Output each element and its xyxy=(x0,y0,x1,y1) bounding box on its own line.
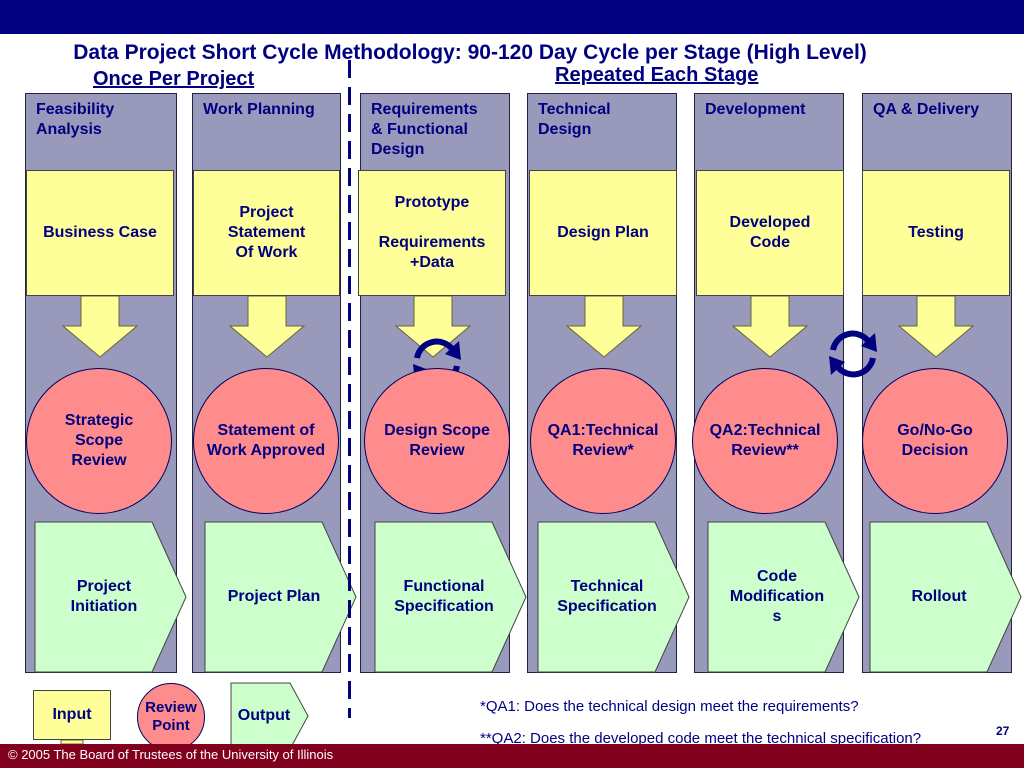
legend-input-arrow-icon xyxy=(60,740,84,744)
subtitle-once-per-project: Once Per Project xyxy=(93,68,255,90)
footnote-qa2: **QA2: Does the developed code meet the … xyxy=(480,730,922,747)
review-point: QA1:Technical Review* xyxy=(530,368,676,514)
input-box: Developed Code xyxy=(696,170,844,296)
copyright-text: © 2005 The Board of Trustees of the Univ… xyxy=(8,747,334,762)
output-label: Technical Specification xyxy=(557,578,657,615)
review-point: QA2:Technical Review** xyxy=(692,368,838,514)
down-arrow-icon xyxy=(62,296,138,358)
stage-name: Development xyxy=(705,101,806,118)
legend-input: Input xyxy=(33,690,111,740)
legend-output-label: Output xyxy=(237,707,291,724)
slide-title: Data Project Short Cycle Methodology: 90… xyxy=(73,41,867,64)
down-arrow-icon xyxy=(732,296,808,358)
input-box: Design Plan xyxy=(529,170,677,296)
output-label: Rollout xyxy=(911,588,967,605)
review-point: Statement of Work Approved xyxy=(193,368,339,514)
cycle-arrows-icon xyxy=(829,330,877,378)
legend-review-point: Review Point xyxy=(137,683,205,751)
review-point: Design Scope Review xyxy=(364,368,510,514)
output-label: Functional Specification xyxy=(394,578,494,615)
review-point: Go/No-Go Decision xyxy=(862,368,1008,514)
footer-bar: © 2005 The Board of Trustees of the Univ… xyxy=(0,744,1024,768)
output-box: Code Modification s xyxy=(707,521,861,673)
output-label: Code Modification s xyxy=(729,568,825,625)
down-arrow-icon xyxy=(229,296,305,358)
output-box: Project Initiation xyxy=(34,521,188,673)
legend-output: Output xyxy=(230,682,310,750)
input-box: Business Case xyxy=(26,170,174,296)
footnote-qa1: *QA1: Does the technical design meet the… xyxy=(480,698,859,715)
output-box: Project Plan xyxy=(204,521,358,673)
page-number: 27 xyxy=(996,724,1010,738)
stage-name: Work Planning xyxy=(203,101,315,118)
review-point: Strategic Scope Review xyxy=(26,368,172,514)
down-arrow-icon xyxy=(898,296,974,358)
input-box: Prototype Requirements +Data xyxy=(358,170,506,296)
output-box: Technical Specification xyxy=(537,521,691,673)
stage-name: Requirements & Functional Design xyxy=(371,101,478,158)
once-vs-repeated-divider xyxy=(348,60,351,718)
input-box: Project Statement Of Work xyxy=(193,170,340,296)
output-box: Functional Specification xyxy=(374,521,528,673)
output-label: Project Initiation xyxy=(70,578,138,615)
top-banner xyxy=(0,0,1024,34)
stage-name: Technical Design xyxy=(538,101,611,138)
down-arrow-icon xyxy=(395,296,471,358)
stage-name: QA & Delivery xyxy=(873,101,980,118)
output-box: Rollout xyxy=(869,521,1023,673)
output-label: Project Plan xyxy=(227,588,321,605)
stage-name: Feasibility Analysis xyxy=(36,101,115,138)
down-arrow-icon xyxy=(566,296,642,358)
subtitle-repeated-each-stage: Repeated Each Stage xyxy=(555,64,759,86)
input-box: Testing xyxy=(862,170,1010,296)
